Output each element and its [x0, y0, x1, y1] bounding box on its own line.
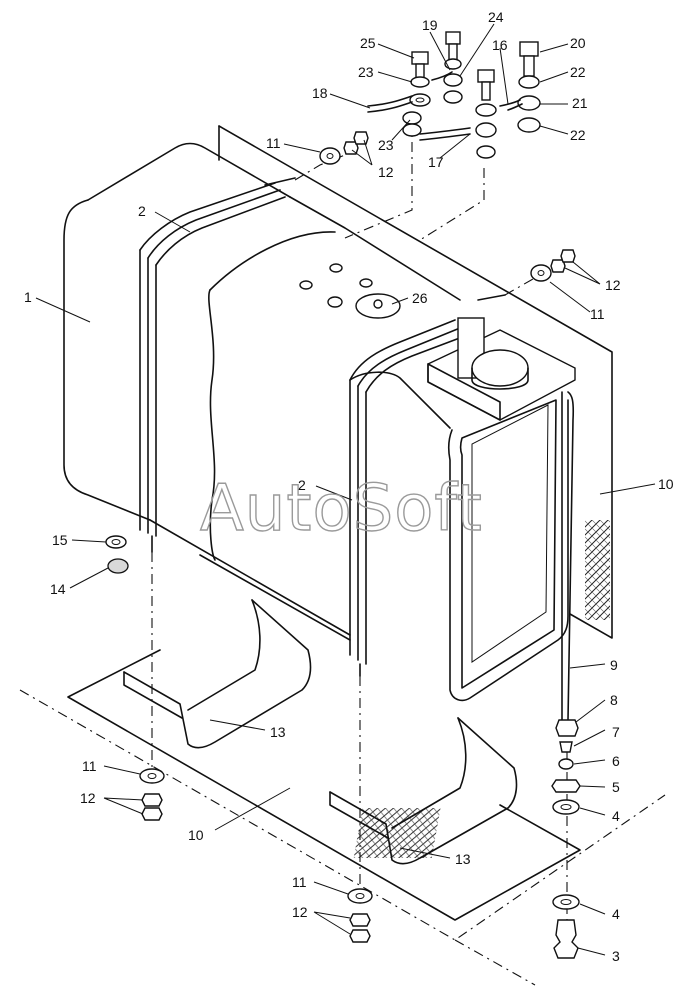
callout-22-top: 22: [570, 64, 586, 80]
callout-17: 17: [428, 154, 444, 170]
parts-bottom-center: [347, 888, 373, 943]
callout-2-left: 2: [138, 203, 146, 219]
callout-7: 7: [612, 724, 620, 740]
callout-23-top: 23: [358, 64, 374, 80]
callout-1: 1: [24, 289, 32, 305]
callout-12-right: 12: [605, 277, 621, 293]
callout-6: 6: [612, 753, 620, 769]
callout-15: 15: [52, 532, 68, 548]
parts-top-fittings: [367, 31, 541, 159]
callout-16: 16: [492, 37, 508, 53]
callout-4-lower: 4: [612, 906, 620, 922]
fuel-tank-body: [63, 142, 576, 723]
callout-12-top: 12: [378, 164, 394, 180]
callout-22-mid: 22: [570, 127, 586, 143]
leader-lines: [35, 23, 656, 956]
callout-14: 14: [50, 581, 66, 597]
callout-11-top: 11: [266, 135, 281, 151]
callout-10-bottom: 10: [188, 827, 204, 843]
tank-cradle-left: [123, 599, 312, 749]
callout-2-right: 2: [298, 477, 306, 493]
parts-bottom-left: [105, 535, 165, 821]
bottom-support-plate: [19, 649, 666, 986]
callout-18: 18: [312, 85, 328, 101]
watermark-text: AutoSoft: [200, 472, 483, 546]
callout-11-bottom-left: 11: [82, 758, 97, 774]
callout-12-bottom-left: 12: [80, 790, 96, 806]
callout-9: 9: [610, 657, 618, 673]
callout-23-mid: 23: [378, 137, 394, 153]
callout-labels: 25 19 24 16 20 23 22 18 21 11 23 22 12 1…: [24, 9, 674, 964]
callout-5: 5: [612, 779, 620, 795]
bracket-plate-vertical: [218, 125, 613, 639]
callout-24: 24: [488, 9, 504, 25]
callout-20: 20: [570, 35, 586, 51]
callout-25: 25: [360, 35, 376, 51]
callout-4-upper: 4: [612, 808, 620, 824]
callout-8: 8: [610, 692, 618, 708]
parts-fuel-line-fittings: [551, 719, 581, 959]
callout-13-right: 13: [455, 851, 471, 867]
callout-19: 19: [422, 17, 438, 33]
callout-11-right: 11: [590, 306, 605, 322]
tank-cradle-right: [329, 717, 518, 865]
parts-side-mounts: [319, 131, 576, 282]
callout-21: 21: [572, 95, 588, 111]
callout-13-left: 13: [270, 724, 286, 740]
callout-26: 26: [412, 290, 428, 306]
callout-3: 3: [612, 948, 620, 964]
callout-10-right: 10: [658, 476, 674, 492]
callout-11-bottom-center: 11: [292, 874, 307, 890]
callout-12-bottom-center: 12: [292, 904, 308, 920]
